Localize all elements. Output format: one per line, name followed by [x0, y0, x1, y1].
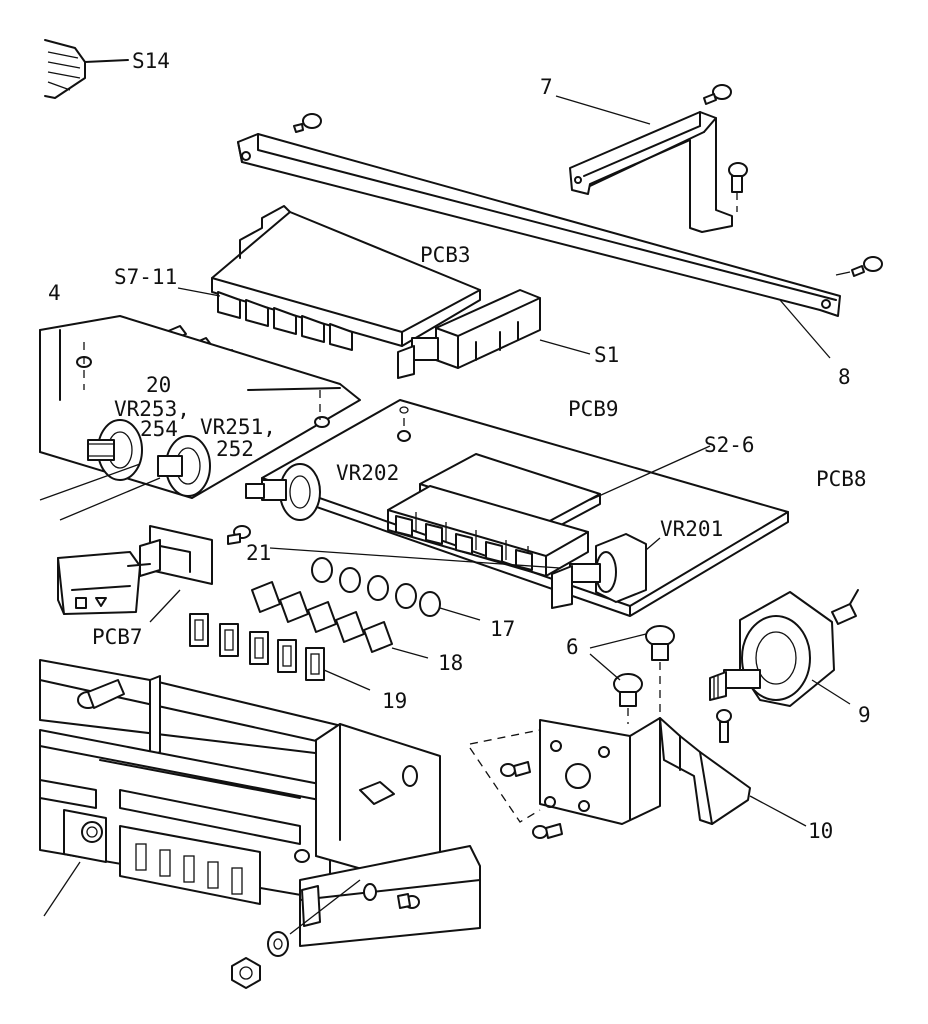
callout-19: 19	[382, 689, 407, 713]
callout-vr251: VR251,	[200, 415, 276, 439]
callout-vr202: VR202	[336, 461, 399, 485]
bracket-part-10	[469, 709, 807, 839]
callout-vr253: VR253,	[114, 397, 190, 421]
callout-pcb7: PCB7	[92, 625, 143, 649]
pcb3-board	[177, 205, 481, 351]
callout-252: 252	[216, 437, 254, 461]
callout-s1: S1	[594, 343, 619, 367]
switch-s1	[397, 289, 591, 379]
callout-pcb8: PCB8	[816, 467, 867, 491]
bracket-part-8	[237, 113, 883, 359]
callout-s7-11: S7-11	[114, 265, 177, 289]
part-s14-drawing	[44, 39, 129, 99]
callout-9: 9	[858, 703, 871, 727]
callout-pcb3: PCB3	[420, 243, 471, 267]
callout-4: 4	[48, 281, 61, 305]
callout-s14: S14	[132, 49, 170, 73]
leader-21	[269, 547, 561, 569]
callout-6: 6	[566, 635, 579, 659]
callout-20: 20	[146, 373, 171, 397]
callout-21: 21	[246, 541, 271, 565]
callout-7: 7	[540, 75, 553, 99]
callout-17: 17	[490, 617, 515, 641]
left-chassis-board	[39, 315, 361, 521]
bezels-part-19	[189, 613, 371, 691]
knobs-part-17	[311, 557, 481, 621]
callout-s2-6: S2-6	[704, 433, 755, 457]
callout-254: 254	[140, 417, 178, 441]
callout-18: 18	[438, 651, 463, 675]
stoppers-part-6	[589, 625, 675, 724]
buttons-part-18	[251, 581, 429, 659]
bracket-part-7	[555, 84, 748, 233]
callout-vr201: VR201	[660, 517, 723, 541]
pcb7-board	[57, 525, 251, 623]
callout-pcb9: PCB9	[568, 397, 619, 421]
callout-10: 10	[808, 819, 833, 843]
front-panel-chassis	[39, 659, 481, 989]
pcb9-board	[387, 445, 711, 577]
callout-8: 8	[838, 365, 851, 389]
motor-part-9	[709, 589, 859, 707]
